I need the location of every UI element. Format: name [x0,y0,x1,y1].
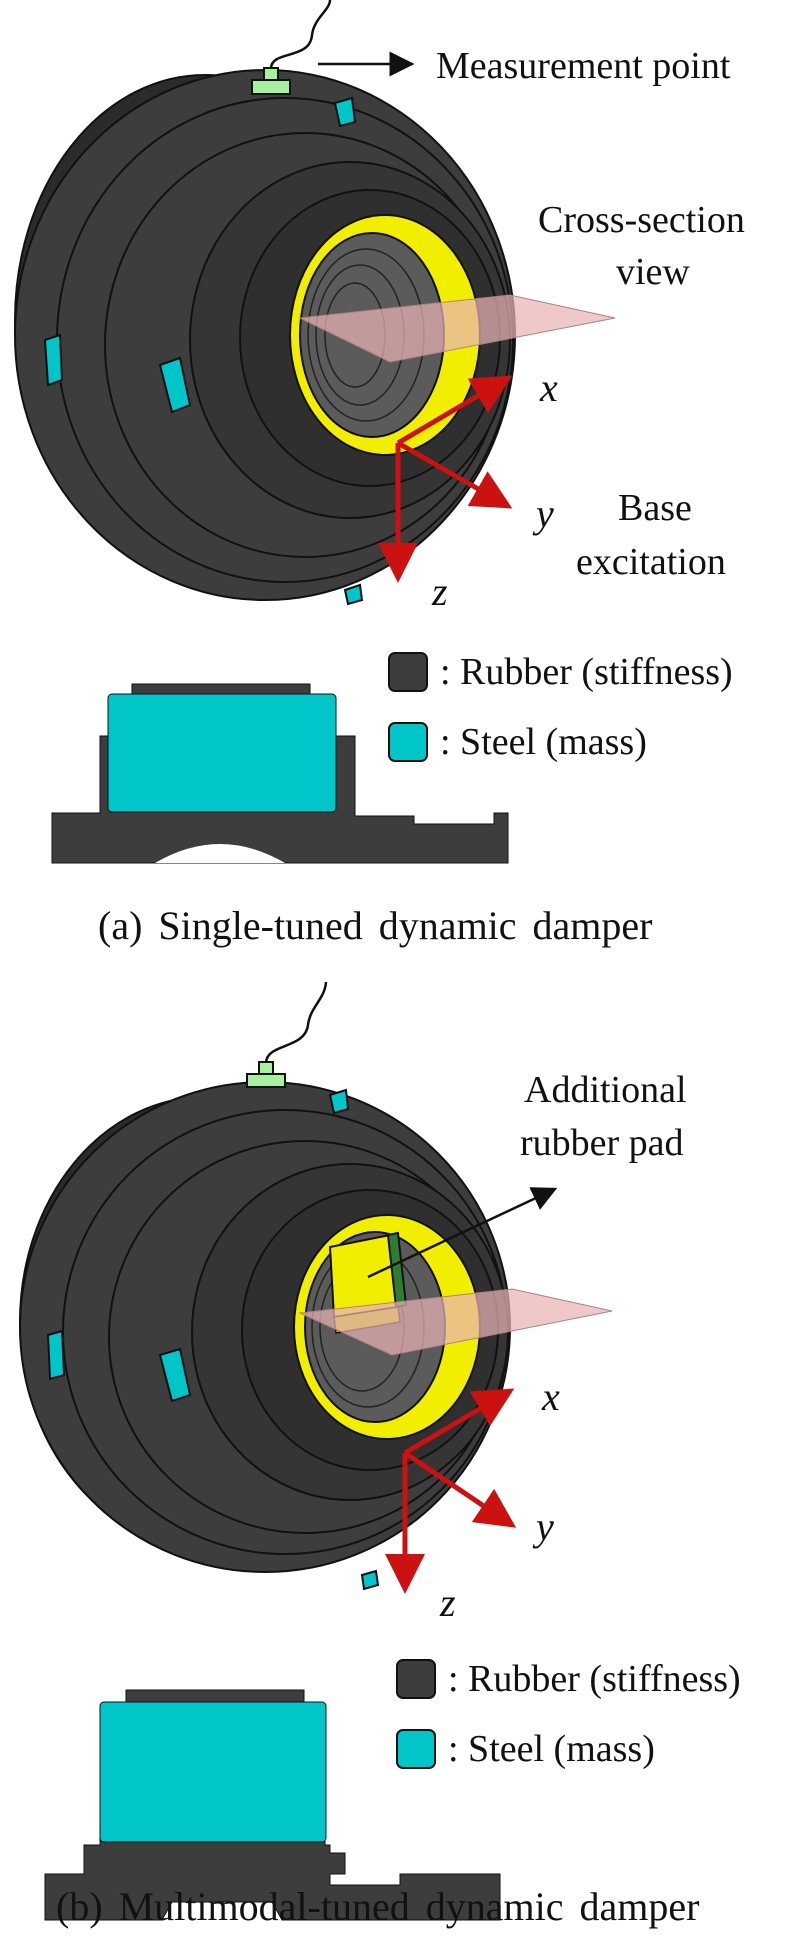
cross-section-2d [51,683,509,864]
base-excitation-label: Base [618,487,692,529]
legend-steel-label: : Steel (mass) [440,721,647,763]
coordinate-axes [385,1388,517,1594]
cross-section-2d [44,1689,501,1921]
legend-steel: : Steel (mass) [388,720,647,764]
legend-rubber-label: : Rubber (stiffness) [448,1658,741,1700]
damper-3d-model [14,69,516,601]
axis-x-label: x [540,365,558,410]
legend-steel-label: : Steel (mass) [448,1728,655,1770]
panel-multimodal-tuned: Additional rubber pad x y z : Rubber (st… [0,977,800,1955]
rubber-pad-arrow [367,1187,558,1279]
legend-rubber: : Rubber (stiffness) [388,650,733,694]
coordinate-axes [378,375,513,583]
rubber-swatch-icon [388,652,428,692]
cross-section-label-line2: view [616,251,690,293]
axis-x-label: x [542,1374,560,1419]
axis-z-label: z [440,1580,456,1625]
steel-swatch-icon [396,1729,436,1769]
measurement-point-label: Measurement point [436,45,731,87]
panel-single-tuned: Measurement point Cross-section view x y… [0,0,800,977]
legend-rubber: : Rubber (stiffness) [396,1657,741,1701]
additional-pad-label: Additional [524,1069,687,1111]
steel-swatch-icon [388,722,428,762]
cross-section-plane [298,294,616,363]
base-excitation-label-line2: excitation [576,541,726,583]
single-tuned-damper-figure [14,0,616,864]
sensor-icon [246,981,328,1088]
legend-steel: : Steel (mass) [396,1727,655,1771]
axis-y-label: y [536,491,554,536]
additional-pad-label-line2: rubber pad [520,1122,684,1164]
axis-y-label: y [536,1504,554,1549]
caption-a: (a) Single-tuned dynamic damper [98,903,653,948]
multimodal-tuned-damper-figure [19,981,613,1921]
cross-section-plane [298,1288,613,1356]
axis-z-label: z [432,569,448,614]
legend-rubber-label: : Rubber (stiffness) [440,651,733,693]
steel-tab-icon [43,96,364,606]
steel-tab-icon [46,1088,380,1591]
cross-section-label: Cross-section [538,199,745,241]
sensor-icon [251,0,332,95]
caption-b: (b) Multimodal-tuned dynamic damper [56,1884,700,1929]
rubber-swatch-icon [396,1659,436,1699]
